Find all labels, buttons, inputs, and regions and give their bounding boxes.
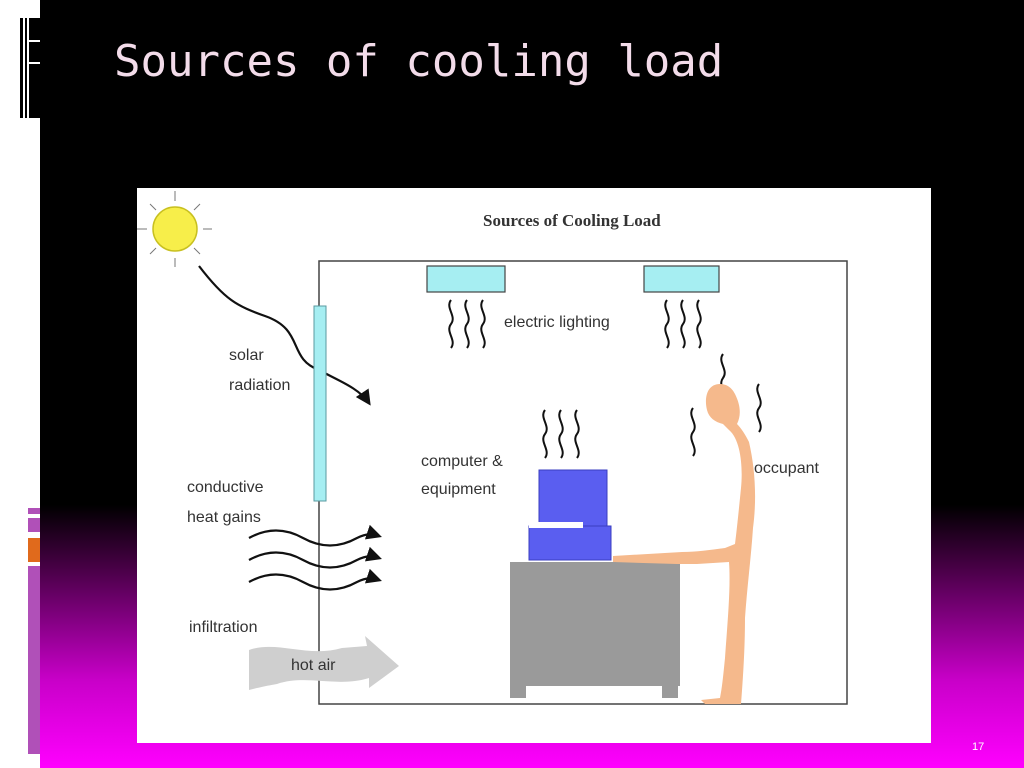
- conductive-heat-arrows: [248, 524, 382, 591]
- light-fixture-right: [643, 265, 720, 293]
- slide-title: Sources of cooling load: [114, 36, 724, 87]
- label-radiation: radiation: [229, 377, 290, 394]
- desk: [510, 562, 680, 698]
- label-equipment: equipment: [421, 481, 496, 498]
- computer-heat-waves: [542, 409, 580, 459]
- label-solar: solar: [229, 347, 264, 364]
- solar-radiation-arrow: [198, 265, 371, 406]
- label-hot-air: hot air: [291, 657, 336, 674]
- lighting-heat-waves-right: [664, 299, 702, 349]
- sun-icon: [137, 191, 212, 267]
- lighting-heat-waves-left: [448, 299, 486, 349]
- light-fixture-left: [426, 265, 506, 293]
- accent-bars: [28, 508, 40, 754]
- label-heat-gains: heat gains: [187, 509, 261, 526]
- label-electric-lighting: electric lighting: [504, 314, 610, 331]
- slide-number: 17: [972, 741, 985, 753]
- label-conductive: conductive: [187, 479, 264, 496]
- window-pane: [313, 305, 327, 502]
- occupant-figure: [613, 384, 756, 704]
- window-logo-icon: [18, 0, 40, 120]
- cooling-load-diagram: Sources of Cooling Load solar radiation …: [137, 188, 931, 743]
- computer-monitor-icon: [528, 469, 612, 561]
- hot-air-arrow: [249, 636, 399, 690]
- label-infiltration: infiltration: [189, 619, 257, 636]
- label-occupant: occupant: [754, 460, 819, 477]
- diagram-heading: Sources of Cooling Load: [483, 211, 661, 230]
- label-computer: computer &: [421, 453, 503, 470]
